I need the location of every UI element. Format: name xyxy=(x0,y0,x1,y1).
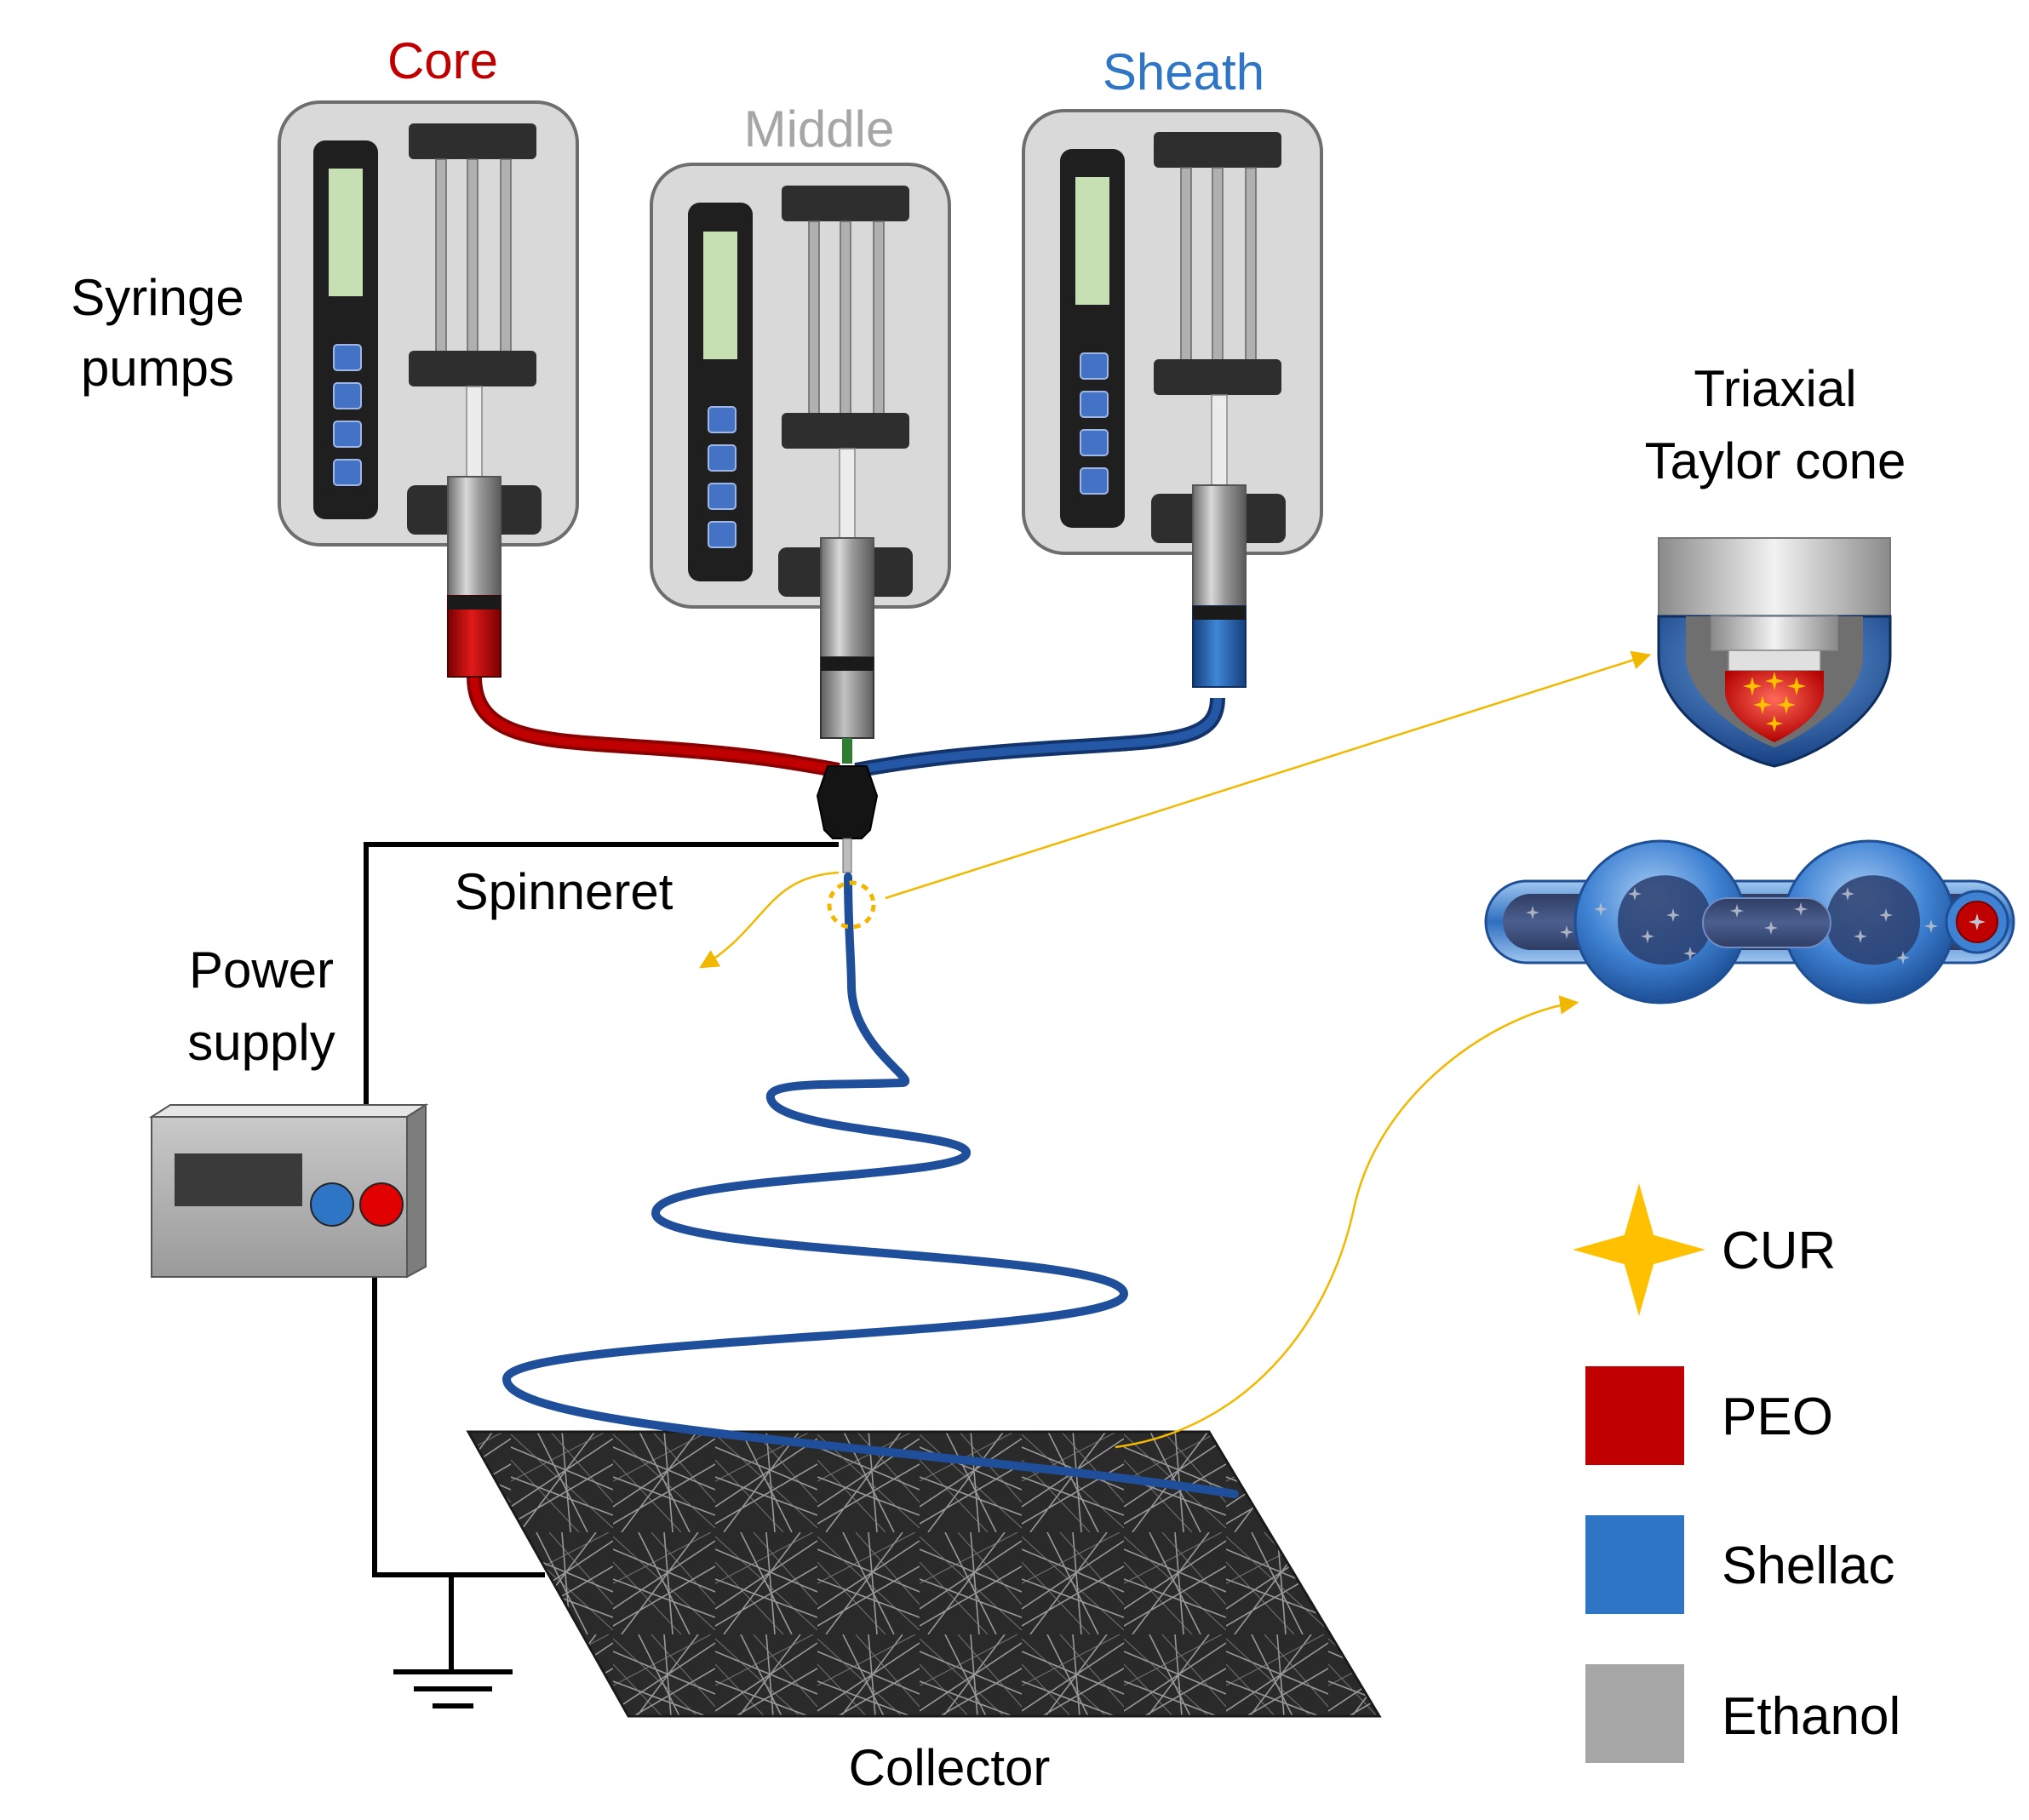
label-triaxial-line1: Triaxial xyxy=(1694,360,1856,417)
legend-swatch-ethanol xyxy=(1585,1664,1684,1763)
legend-label-peo: PEO xyxy=(1722,1388,1833,1446)
pump-core xyxy=(278,100,579,678)
legend-item-peo: PEO xyxy=(1585,1366,1833,1465)
label-triaxial-line2: Taylor cone xyxy=(1645,432,1906,489)
pump-sheath xyxy=(1022,109,1323,688)
label-syringe-pumps-line2: pumps xyxy=(81,340,234,397)
triaxial-cone-illustration xyxy=(1657,537,1892,768)
legend-swatch-shellac xyxy=(1585,1515,1684,1614)
high-voltage-wire xyxy=(364,842,839,1115)
label-syringe-pumps-line1: Syringe xyxy=(71,269,244,326)
ground-symbol-icon xyxy=(393,1669,513,1708)
polymer-jet xyxy=(502,873,1239,1498)
legend-item-ethanol: Ethanol xyxy=(1585,1664,1900,1763)
blue-knob xyxy=(310,1182,354,1227)
taylor-cone-marker xyxy=(827,880,876,930)
legend-label-shellac: Shellac xyxy=(1722,1537,1894,1595)
spinneret xyxy=(816,765,879,873)
label-spinneret: Spinneret xyxy=(455,863,673,920)
label-sheath: Sheath xyxy=(1103,43,1264,100)
legend-label-cur: CUR xyxy=(1722,1222,1836,1280)
label-power-supply-line1: Power xyxy=(189,941,334,999)
red-knob xyxy=(359,1182,404,1227)
legend-item-cur: CUR xyxy=(1573,1183,1836,1316)
star-icon xyxy=(1573,1183,1705,1316)
label-middle: Middle xyxy=(744,100,895,157)
label-power-supply-line2: supply xyxy=(187,1014,335,1071)
label-core: Core xyxy=(387,32,498,89)
power-display xyxy=(175,1153,302,1206)
pump-middle xyxy=(650,163,951,764)
core-shell-fiber-illustration xyxy=(1484,839,2015,1004)
legend-swatch-peo xyxy=(1585,1366,1684,1465)
core-tube xyxy=(467,676,840,778)
legend-item-shellac: Shellac xyxy=(1585,1515,1894,1614)
legend-label-ethanol: Ethanol xyxy=(1722,1687,1900,1746)
power-supply-box xyxy=(148,1103,429,1279)
annotation-arrows xyxy=(699,650,1652,1449)
ground-wire xyxy=(372,1277,545,1577)
label-collector: Collector xyxy=(849,1739,1051,1796)
legend: CUR PEO Shellac Ethanol xyxy=(1573,1183,1900,1763)
power-wiring xyxy=(364,842,839,1670)
collector-mat xyxy=(466,1430,1382,1718)
